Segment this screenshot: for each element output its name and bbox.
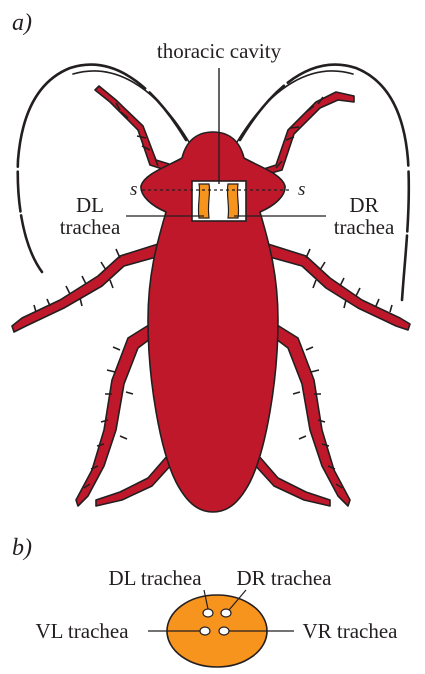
- middle-right-leg: [266, 244, 410, 330]
- right-trachea: [227, 184, 238, 218]
- section-mark-right: s: [298, 179, 305, 200]
- vr-trachea-label-b: VR trachea: [302, 619, 398, 643]
- dr-trachea-label-line2: trachea: [334, 215, 395, 239]
- rear-right-appendage: [254, 455, 330, 506]
- vl-trachea-circle: [200, 627, 210, 635]
- vr-trachea-circle: [219, 627, 229, 635]
- cross-section-diagram: [148, 590, 294, 667]
- panel-a-label: a): [12, 10, 32, 36]
- section-mark-left: s: [130, 179, 137, 200]
- dl-trachea-label-line2: trachea: [60, 215, 121, 239]
- left-trachea: [198, 184, 209, 218]
- front-left-leg: [95, 86, 182, 174]
- dr-trachea-label-b: DR trachea: [236, 566, 332, 590]
- vl-trachea-label-b: VL trachea: [35, 619, 129, 643]
- dl-trachea-label-b: DL trachea: [108, 566, 202, 590]
- dr-trachea-label-line1: DR: [349, 193, 378, 217]
- dl-trachea-label-line1: DL: [76, 193, 104, 217]
- thoracic-cavity-label: thoracic cavity: [157, 39, 282, 63]
- dl-trachea-circle: [203, 609, 213, 617]
- rear-left-appendage: [96, 455, 172, 506]
- panel-b-label: b): [12, 535, 32, 561]
- cockroach-illustration: [12, 65, 410, 512]
- left-antenna-inner: [73, 71, 189, 142]
